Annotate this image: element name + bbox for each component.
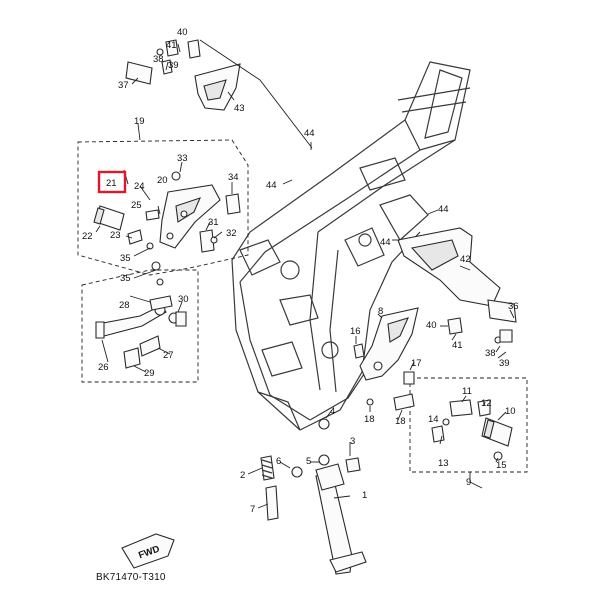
callout-14: 14 — [428, 414, 439, 425]
callout-6: 6 — [276, 456, 281, 467]
callout-34: 34 — [228, 172, 239, 183]
side-stand-assembly — [260, 418, 367, 575]
callout-35b: 35 — [120, 273, 131, 284]
callout-12: 12 — [481, 398, 492, 409]
callout-43: 43 — [234, 103, 245, 114]
callout-38a: 38 — [153, 54, 164, 65]
group-pedal-outline — [81, 269, 199, 383]
passenger-bracket-right — [397, 227, 517, 344]
shift-pedal-assembly — [95, 295, 187, 369]
callout-7: 7 — [250, 504, 255, 515]
callout-26: 26 — [98, 362, 109, 373]
leader-lines — [95, 39, 515, 509]
callout-27: 27 — [163, 350, 174, 361]
callout-16: 16 — [350, 326, 361, 337]
callout-18b: 18 — [395, 416, 406, 427]
callout-3: 3 — [350, 436, 355, 447]
callout-44d: 44 — [380, 237, 391, 248]
fwd-arrow-icon: FWD — [121, 533, 175, 569]
callout-40a: 40 — [177, 27, 188, 38]
callout-23: 23 — [110, 230, 121, 241]
callout-22: 22 — [82, 231, 93, 242]
callout-41b: 41 — [452, 340, 463, 351]
right-footrest-bracket — [353, 307, 419, 411]
figure-code: BK71470-T310 — [96, 572, 166, 583]
callout-25: 25 — [131, 200, 142, 211]
callout-32: 32 — [226, 228, 237, 239]
callout-39b: 39 — [499, 358, 510, 369]
callout-33: 33 — [177, 153, 188, 164]
callout-37: 37 — [118, 80, 129, 91]
group-9-outline — [409, 377, 528, 473]
callout-39a: 39 — [168, 60, 179, 71]
callout-44a: 44 — [304, 128, 315, 139]
callout-44b: 44 — [266, 180, 277, 191]
callout-10: 10 — [505, 406, 516, 417]
callout-40b: 40 — [426, 320, 437, 331]
callout-17: 17 — [411, 358, 422, 369]
callout-44c: 44 — [438, 204, 449, 215]
callout-4: 4 — [330, 406, 335, 417]
callout-38b: 38 — [485, 348, 496, 359]
callout-18a: 18 — [364, 414, 375, 425]
callout-9: 9 — [466, 477, 471, 488]
callout-28: 28 — [119, 300, 130, 311]
callout-19: 19 — [134, 116, 145, 127]
callout-31: 31 — [208, 217, 219, 228]
callout-41a: 41 — [166, 40, 177, 51]
callout-1: 1 — [362, 490, 367, 501]
callout-24: 24 — [134, 181, 145, 192]
right-footpeg-assembly — [431, 399, 513, 461]
callout-36: 36 — [508, 301, 519, 312]
callout-35a: 35 — [120, 253, 131, 264]
main-frame — [231, 61, 471, 431]
callout-13: 13 — [438, 458, 449, 469]
callout-21: 21 — [106, 178, 117, 189]
callout-8: 8 — [378, 306, 383, 317]
callout-2: 2 — [240, 470, 245, 481]
group-19-outline — [77, 139, 249, 276]
highlight-box-part-21 — [97, 170, 127, 194]
callout-labels: 1 2 3 4 5 6 7 8 9 10 11 12 13 14 15 16 1… — [82, 27, 519, 515]
passenger-bracket-left — [125, 39, 241, 111]
callout-30: 30 — [178, 294, 189, 305]
callout-42: 42 — [460, 254, 471, 265]
callout-5: 5 — [306, 456, 311, 467]
callout-20: 20 — [157, 175, 168, 186]
callout-29: 29 — [144, 368, 155, 379]
callout-15: 15 — [496, 460, 507, 471]
left-footrest-assembly — [93, 171, 241, 286]
callout-11: 11 — [462, 386, 472, 397]
